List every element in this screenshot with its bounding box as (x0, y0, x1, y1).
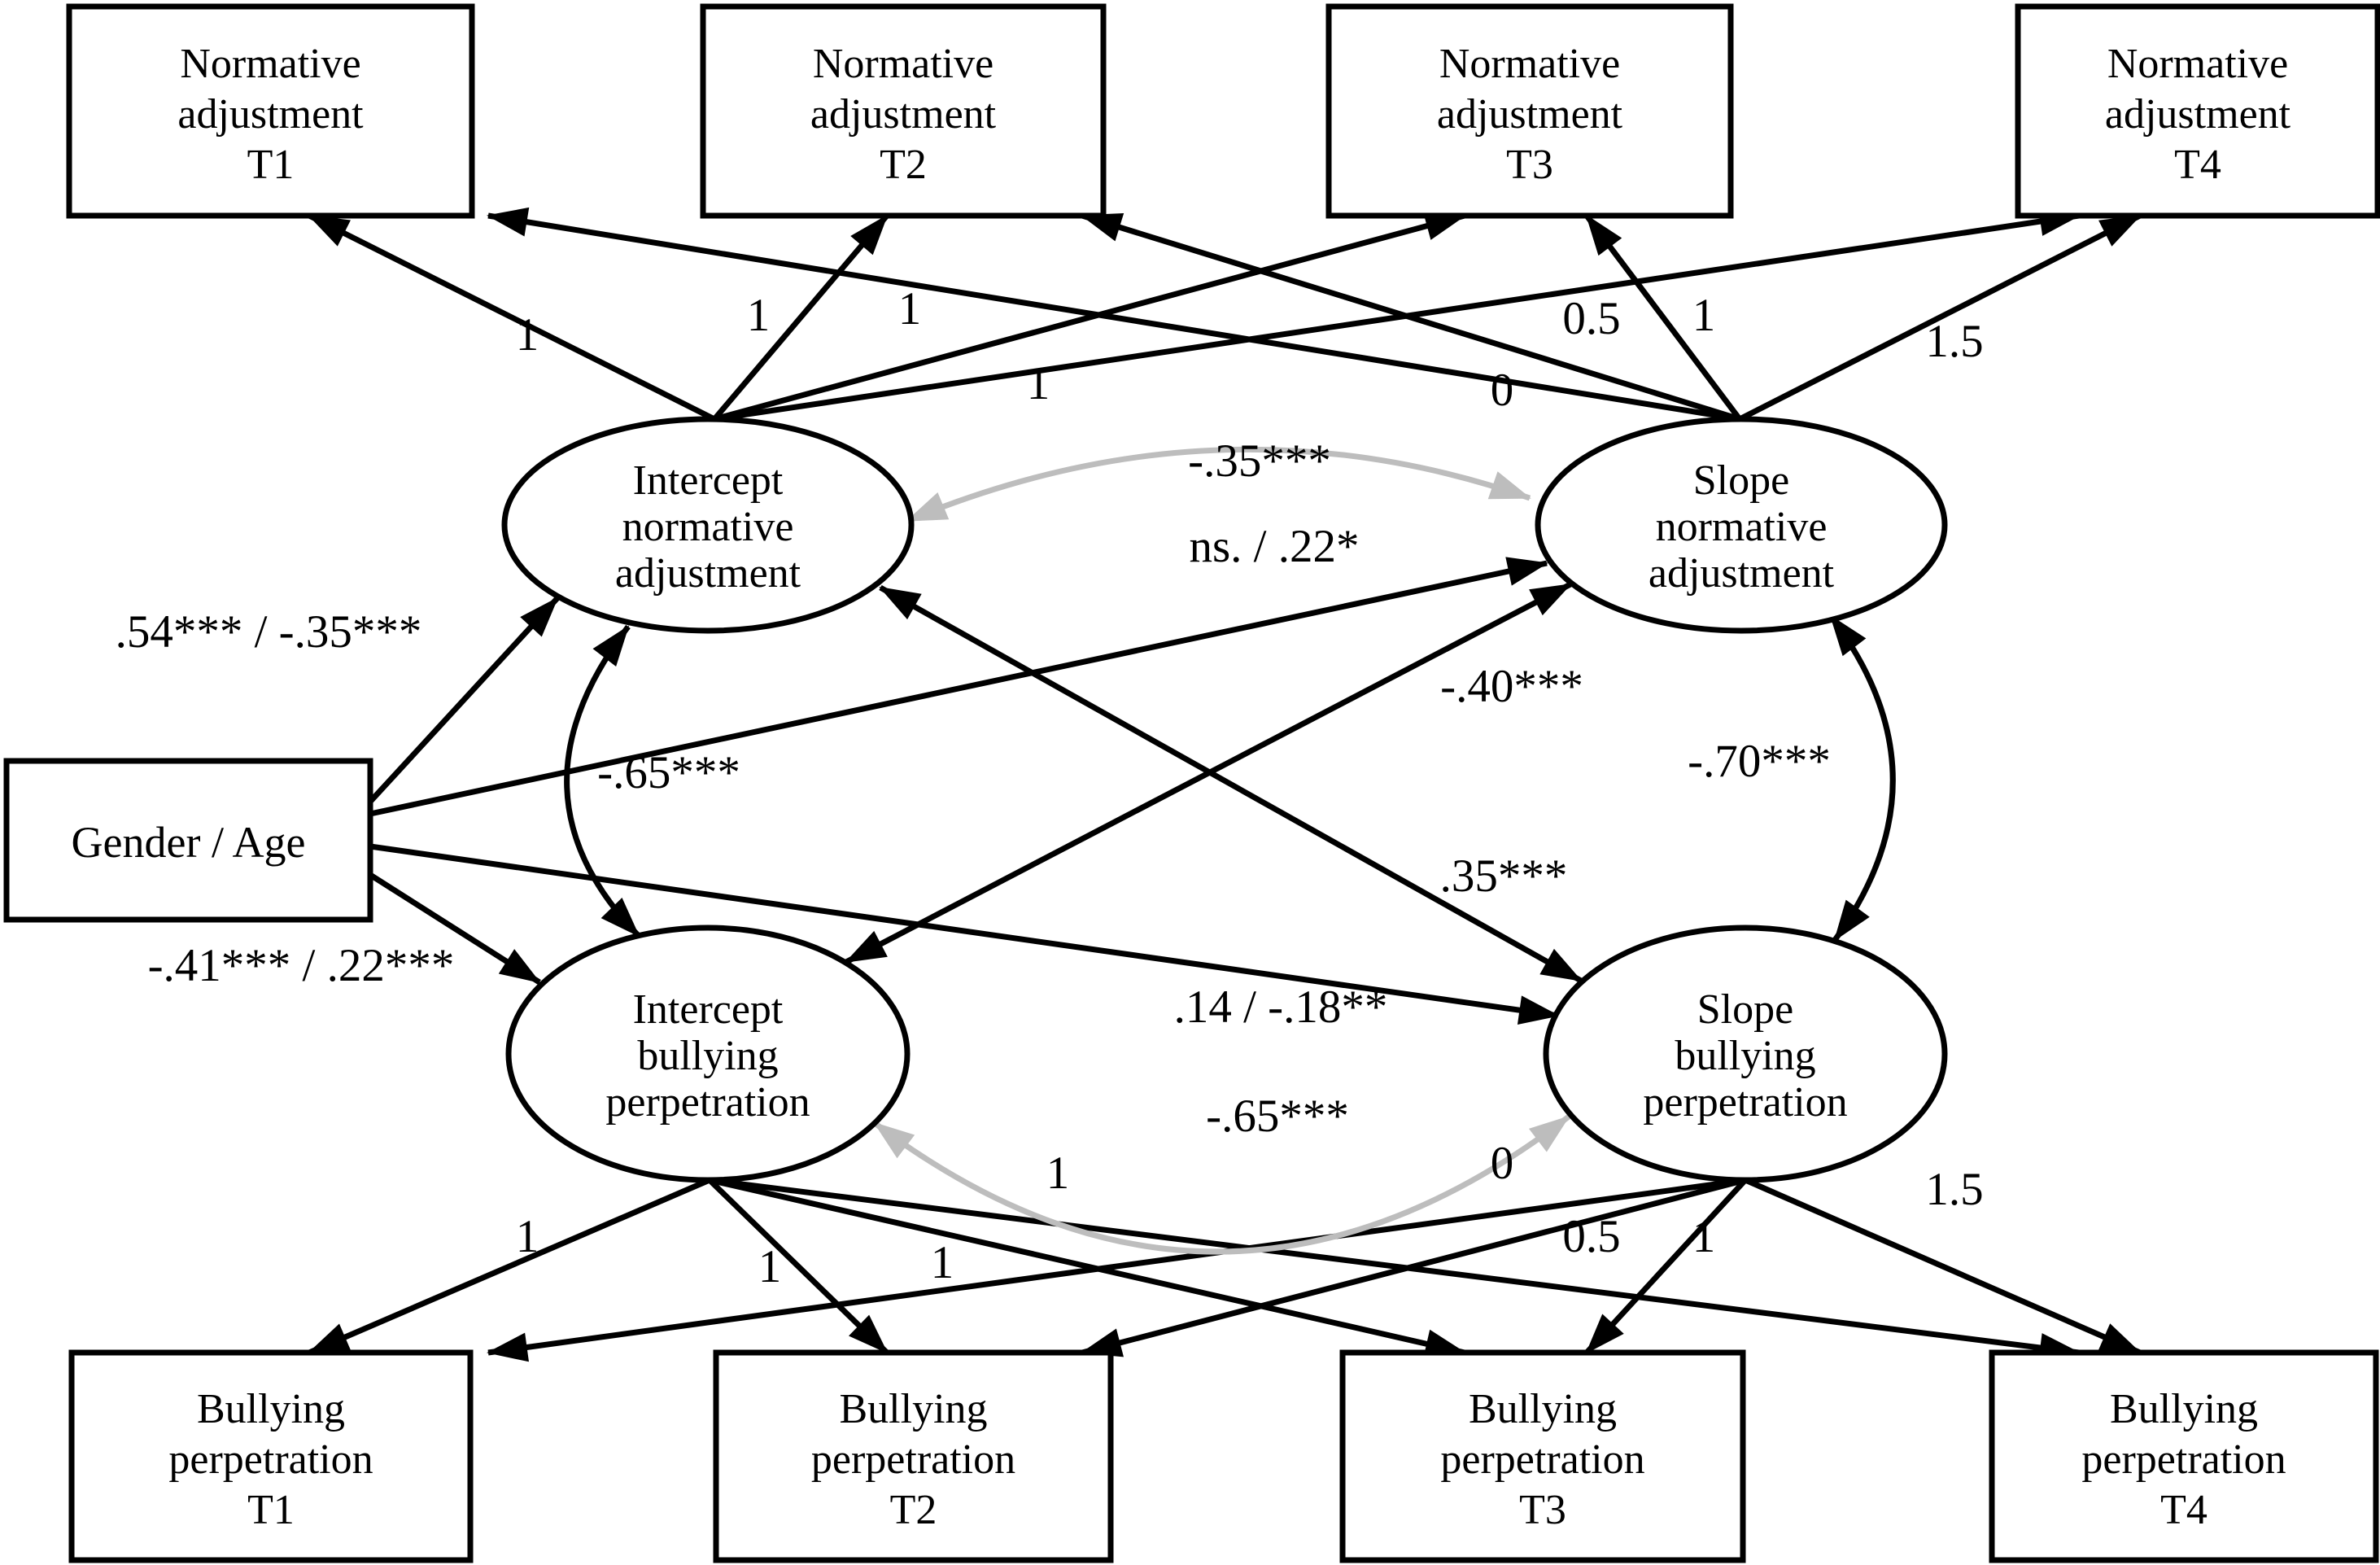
loading-int-bp-t1 (308, 1177, 711, 1356)
coef-cov-slope-na-slope-bp: -.70*** (1688, 736, 1831, 787)
cov-int-na-slope-na (906, 446, 1531, 524)
loadval-int-na-t1: 1 (516, 309, 539, 361)
loading-slope-bp-t4 (1744, 1177, 2142, 1356)
cov-slope-na-slope-bp (1828, 614, 1896, 942)
path-ga-to-intercept-na (368, 596, 560, 804)
coef-ga-slope-bp: .14 / -.18** (1174, 981, 1388, 1033)
loadval-int-bp-t3: 1 (931, 1237, 954, 1288)
loading-int-na-t3 (714, 212, 1466, 422)
loading-int-na-t1 (308, 212, 716, 422)
loading-slope-bp-t2 (1081, 1177, 1746, 1357)
loadval-slope-na-t3: 1 (1692, 290, 1716, 341)
box-bp-t1 (68, 1349, 474, 1563)
box-bp-t3 (1339, 1349, 1746, 1563)
loadval-slope-na-t4: 1.5 (1925, 316, 1983, 367)
coef-cov-int-na-int-bp: -.65*** (597, 747, 740, 798)
cov-int-na-int-bp (564, 624, 641, 938)
box-label-gender-age: Gender / Age (72, 818, 306, 867)
loadval-slope-na-t1: 0 (1491, 365, 1514, 416)
box-na-t3 (1325, 3, 1734, 219)
loading-slope-na-t3 (1584, 213, 1742, 422)
loading-slope-bp-t3 (1584, 1178, 1748, 1355)
loadval-int-na-t3: 1 (898, 283, 922, 334)
box-gender-age (3, 758, 373, 923)
loading-slope-na-t4 (1738, 212, 2142, 422)
box-bp-t4 (1989, 1349, 2379, 1563)
coef-cov-int-bp-slope-na: -.40*** (1440, 661, 1583, 712)
loading-int-bp-t2 (707, 1178, 889, 1355)
loading-slope-na-t2 (1081, 212, 1741, 422)
ellipse-intercept-bp (505, 925, 911, 1183)
loading-int-bp-t4 (709, 1177, 2081, 1362)
loading-int-bp-t3 (709, 1177, 1466, 1358)
coef-cov-int-na-slope-na: -.35*** (1188, 435, 1331, 487)
loading-slope-bp-t1 (487, 1177, 1746, 1362)
loadval-slope-na-t2: 0.5 (1562, 293, 1620, 344)
loadval-int-bp-t2: 1 (758, 1241, 782, 1292)
box-na-t4 (2015, 3, 2380, 219)
loadval-slope-bp-t1: 0 (1491, 1138, 1514, 1189)
cov-int-bp-slope-na (845, 581, 1572, 965)
loadval-slope-bp-t3: 1 (1692, 1211, 1716, 1262)
ellipse-slope-bp (1543, 925, 1948, 1183)
loadval-int-bp-t4: 1 (1046, 1148, 1070, 1199)
cov-int-na-slope-bp (879, 584, 1583, 984)
coef-ga-slope-na: ns. / .22* (1189, 521, 1359, 572)
cov-int-bp-slope-bp (872, 1114, 1571, 1255)
path-ga-to-intercept-bp (369, 872, 541, 985)
edges-layer (308, 207, 2142, 1362)
loadval-slope-bp-t2: 0.5 (1562, 1211, 1620, 1262)
loadval-int-na-t4: 1 (1027, 358, 1050, 409)
box-na-t1 (66, 3, 475, 219)
loading-int-na-t4 (714, 207, 2081, 422)
loadval-int-na-t2: 1 (747, 290, 771, 341)
loadval-int-bp-t1: 1 (516, 1211, 539, 1262)
loadval-slope-bp-t4: 1.5 (1925, 1164, 1983, 1215)
ellipse-slope-na (1535, 416, 1948, 634)
labels-layer: .54*** / -.35*** -.41*** / .22*** ns. / .2… (116, 283, 1984, 1292)
ellipse-intercept-na (501, 416, 915, 634)
box-na-t2 (700, 3, 1107, 219)
loading-int-na-t2 (712, 213, 889, 422)
coef-cov-int-bp-slope-bp: -.65*** (1206, 1091, 1349, 1142)
box-bp-t2 (713, 1349, 1114, 1563)
coef-cov-int-na-slope-bp: .35*** (1440, 850, 1568, 902)
loading-slope-na-t1 (487, 207, 1740, 422)
coef-ga-intercept-na: .54*** / -.35*** (116, 606, 422, 658)
coef-ga-intercept-bp: -.41*** / .22*** (148, 940, 455, 991)
